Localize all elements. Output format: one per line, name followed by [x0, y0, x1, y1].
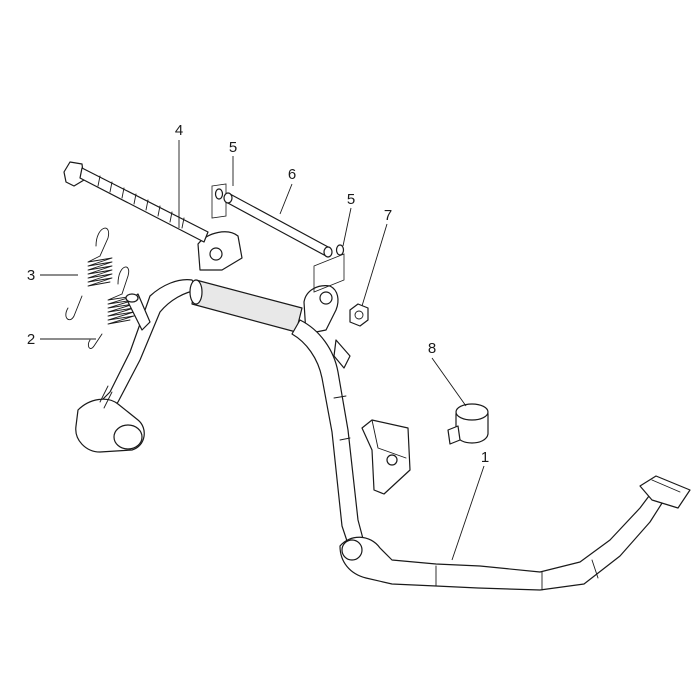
callout-6: 6 — [288, 166, 296, 183]
spring-upper — [65, 227, 113, 321]
callout-5a: 5 — [229, 139, 237, 156]
circlip-5b — [313, 244, 345, 293]
callout-2: 2 — [27, 331, 35, 348]
callout-5b: 5 — [347, 191, 355, 208]
callout-7: 7 — [384, 207, 392, 224]
pivot-shaft — [223, 192, 333, 258]
callout-3: 3 — [27, 267, 35, 284]
center-stand-frame — [75, 231, 691, 591]
callout-8: 8 — [428, 340, 436, 357]
hex-nut — [349, 303, 369, 327]
rubber-stop — [447, 403, 489, 445]
long-bolt — [63, 161, 209, 243]
spring-pin — [125, 293, 151, 331]
leader-lines — [40, 140, 485, 561]
callout-1: 1 — [481, 449, 489, 466]
circlip-5a — [211, 183, 227, 219]
callout-4: 4 — [175, 122, 183, 139]
spring-lower — [87, 266, 135, 349]
